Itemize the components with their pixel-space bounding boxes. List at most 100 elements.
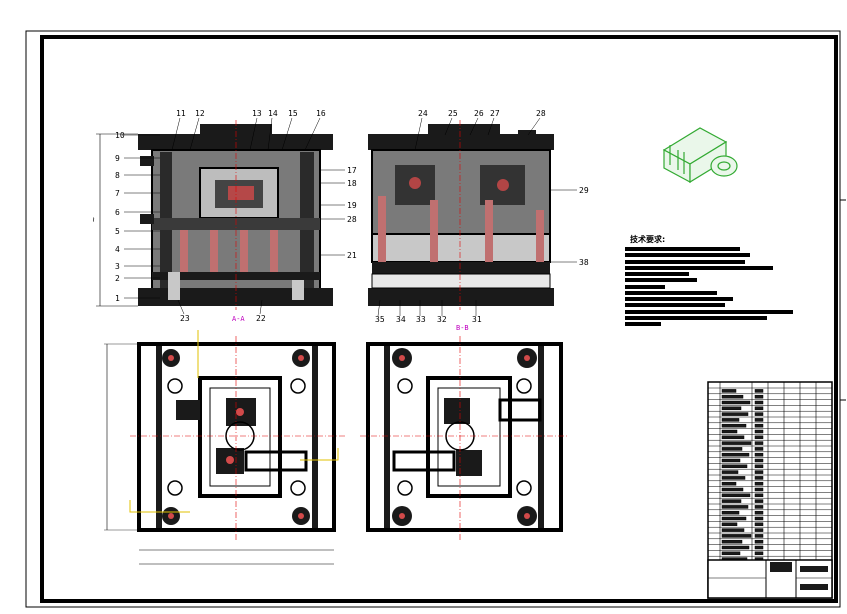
parts-list-entry: [754, 510, 764, 515]
parts-list-entry: [721, 539, 743, 544]
callout-label: 28: [347, 215, 357, 224]
parts-list-entry: [721, 545, 750, 550]
callout-label: 23: [180, 314, 190, 323]
parts-list-entry: [754, 487, 764, 492]
parts-list-entry: [721, 452, 750, 457]
callout-label: 9: [115, 154, 120, 163]
parts-list-entry: [754, 452, 764, 457]
parts-list-entry: [754, 412, 764, 416]
parts-list-entry: [754, 470, 764, 474]
parts-list-entry: [721, 394, 744, 399]
parts-list-entry: [721, 464, 748, 469]
parts-list-entry: [721, 551, 741, 556]
callout-label: 32: [437, 315, 447, 324]
parts-list-entry: [754, 499, 764, 503]
parts-list-entry: [754, 400, 764, 405]
parts-list-entry: [721, 441, 752, 445]
parts-list-entry: [754, 464, 764, 469]
parts-list-entry: [754, 476, 764, 480]
callout-label: 29: [579, 186, 589, 195]
callout-label: 4: [115, 245, 120, 254]
callout-label: 17: [347, 166, 357, 175]
callout-label: 34: [396, 315, 406, 324]
callout-label: 1: [115, 294, 120, 303]
parts-list-entry: [754, 545, 764, 550]
parts-list-entry: [754, 481, 764, 486]
parts-list-entry: [721, 522, 738, 527]
callout-label: 16: [316, 109, 326, 118]
callout-label: 33: [416, 315, 426, 324]
parts-list-entry: [754, 539, 764, 544]
callout-label: 18: [347, 179, 357, 188]
parts-list-entry: [721, 412, 749, 416]
parts-list-entry: [754, 429, 764, 434]
callout-label: 12: [195, 109, 205, 118]
parts-list-entry: [721, 389, 737, 393]
parts-list-entry: [754, 389, 764, 393]
part-isometric-view: [662, 127, 738, 184]
callout-label: 14: [268, 109, 278, 118]
callout-label: 11: [176, 109, 186, 118]
callout-label: 6: [115, 208, 120, 217]
callout-label: 22: [256, 314, 266, 323]
parts-list-entry: [721, 447, 743, 451]
parts-list-entry: [721, 493, 751, 498]
parts-list-entry: [754, 423, 764, 428]
inner-border: [40, 35, 838, 603]
section-view-a: ~ 10 9 8 7 6 5 4 3 2 1 11 1: [89, 109, 357, 323]
parts-list-entry: [721, 510, 740, 515]
callout-label: 8: [115, 171, 120, 180]
parts-list-entry: [721, 487, 744, 492]
parts-list-entry: [721, 476, 746, 480]
parts-list-entry: [754, 505, 764, 509]
parts-list-entry: [754, 493, 764, 498]
parts-list-entry: [754, 394, 764, 399]
callout-label: 28: [536, 109, 546, 118]
parts-list-entry: [721, 505, 749, 509]
parts-list-entry: [721, 481, 737, 486]
tech-req-title: 技术要求:: [630, 234, 665, 244]
parts-list-entry: [754, 522, 764, 527]
callout-label: 25: [448, 109, 458, 118]
callout-label: 31: [472, 315, 482, 324]
callout-label: 21: [347, 251, 357, 260]
callout-label: 35: [375, 315, 385, 324]
callout-label: 5: [115, 227, 120, 236]
parts-list-entry: [754, 418, 764, 422]
callout-label: 15: [288, 109, 298, 118]
plan-view-fixed-half: [360, 336, 568, 540]
svg-text:~: ~: [89, 217, 98, 222]
callout-label: 7: [115, 189, 120, 198]
callout-label: 2: [115, 274, 120, 283]
callout-label: 19: [347, 201, 357, 210]
section-view-b: 24 25 26 27 28 29 38 35 34 33 32 31 B-B: [368, 109, 589, 332]
title-block: [707, 381, 833, 599]
parts-list-entry: [721, 528, 745, 532]
parts-list-entry: [721, 400, 751, 405]
parts-list-entry: [754, 528, 764, 532]
parts-list-entry: [721, 423, 747, 428]
parts-list-entry: [721, 406, 742, 411]
parts-list-entry: [721, 435, 745, 440]
parts-list-entry: [721, 516, 747, 521]
technical-requirements: 技术要求:: [625, 234, 793, 326]
parts-list-entry: [754, 458, 764, 463]
parts-list-entry: [721, 470, 739, 474]
callout-label: 3: [115, 262, 120, 271]
parts-list-entry: [754, 534, 764, 538]
parts-list-entry: [754, 406, 764, 411]
parts-list-entry: [754, 551, 764, 556]
parts-list-entry: [721, 429, 738, 434]
parts-list-entry: [754, 435, 764, 440]
view-label-b: B-B: [456, 324, 469, 332]
outer-border: [25, 30, 841, 608]
parts-list-entry: [721, 534, 752, 538]
callout-label: 26: [474, 109, 484, 118]
plan-view-moving-half: [104, 330, 345, 565]
callout-label: 13: [252, 109, 262, 118]
callout-label: 27: [490, 109, 500, 118]
callout-label: 10: [115, 131, 125, 140]
callout-label: 24: [418, 109, 428, 118]
parts-list-entry: [721, 458, 741, 463]
